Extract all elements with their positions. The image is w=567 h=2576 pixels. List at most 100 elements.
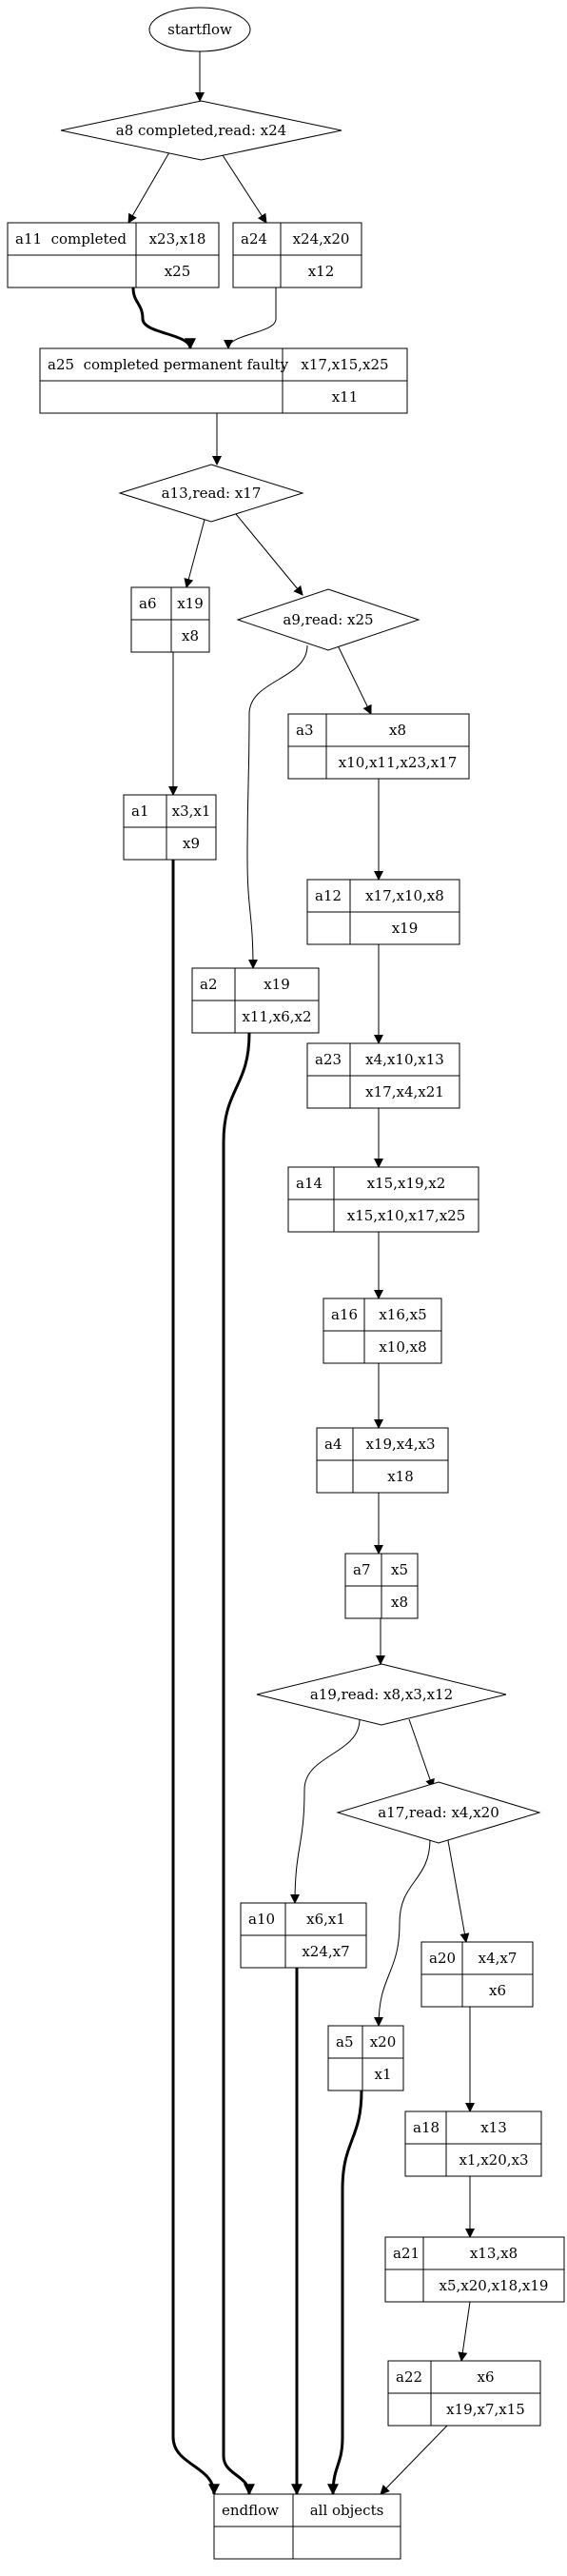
activity-writes: x25 xyxy=(165,263,191,280)
activity-reads: x15,x19,x2 xyxy=(367,1175,446,1192)
decision-label: a8 completed,read: x24 xyxy=(116,122,286,139)
activity-writes: x19,x7,x15 xyxy=(446,2401,525,2418)
activity-reads: x20 xyxy=(370,2033,397,2051)
node-a25: a25 completed permanent faulty x17,x15,x2… xyxy=(39,347,408,414)
activity-reads: x23,x18 xyxy=(149,230,206,248)
activity-name: a12 xyxy=(315,887,342,904)
node-a11: a11 completed x23,x18 x25 xyxy=(7,222,220,288)
edge-a24-to-a25 xyxy=(224,287,277,349)
activity-writes: x11 xyxy=(332,388,359,406)
node-a4: a4 x19,x4,x3 x18 xyxy=(316,1427,449,1494)
activity-reads: x8 xyxy=(389,722,406,739)
activity-name: a20 xyxy=(429,1950,456,1967)
activity-writes: x10,x8 xyxy=(379,1338,426,1356)
edge-d_a17-to-a20 xyxy=(446,1834,470,1943)
node-startflow: startflow xyxy=(148,7,251,52)
node-d_a19: a19,read: x8,x3,x12 xyxy=(256,1663,507,1726)
node-a2: a2 x19 x11,x6,x2 xyxy=(191,967,320,1034)
activity-name: a2 xyxy=(200,976,218,993)
activity-writes: x6 xyxy=(489,1982,506,1999)
start-ellipse xyxy=(148,7,251,52)
edge-a2-to-endflow xyxy=(222,1032,255,2496)
decision-diamond xyxy=(236,588,420,651)
activity-writes: x8 xyxy=(391,1594,408,1611)
activity-name: a6 xyxy=(139,595,157,612)
node-a21: a21 x13,x8 x5,x20,x18,x19 xyxy=(384,2236,565,2303)
activity-writes: x24,x7 xyxy=(302,1943,349,1960)
activity-reads: x19,x4,x3 xyxy=(365,1436,435,1453)
activity-writes: x17,x4,x21 xyxy=(365,1083,444,1100)
activity-name: a7 xyxy=(353,1561,371,1578)
edge-d_a19-to-d_a17 xyxy=(408,1718,435,1789)
decision-diamond xyxy=(118,464,304,523)
edge-a1-to-endflow xyxy=(171,860,220,2496)
nodes-layer: startflow a8 completed,read: x24 a11 compl… xyxy=(7,7,565,2560)
node-a3: a3 x8 x10,x11,x23,x17 xyxy=(287,713,470,780)
activity-reads: x13,x8 xyxy=(470,2245,518,2262)
activity-writes: x1,x20,x3 xyxy=(459,2151,528,2169)
node-d_a9: a9,read: x25 xyxy=(236,588,420,651)
edge-d_a8-to-a11 xyxy=(127,151,170,224)
edge-d_a13-to-a6 xyxy=(184,515,206,588)
edge-d_a13-to-d_a9 xyxy=(235,513,303,596)
node-d_a8: a8 completed,read: x24 xyxy=(60,100,342,161)
activity-reads: x17,x10,x8 xyxy=(365,887,444,904)
activity-reads: all objects xyxy=(310,2502,384,2519)
activity-reads: x17,x15,x25 xyxy=(301,356,388,373)
node-endflow: endflow all objects xyxy=(213,2493,401,2560)
activity-name: a21 xyxy=(393,2245,420,2262)
activity-reads: x13 xyxy=(480,2119,507,2136)
activity-name: endflow xyxy=(222,2502,279,2519)
node-a23: a23 x4,x10,x13 x17,x4,x21 xyxy=(306,1042,460,1109)
edge-a21-to-a22 xyxy=(458,2301,471,2362)
activity-reads: x3,x1 xyxy=(172,803,211,820)
edge-d_a9-to-a3 xyxy=(337,644,372,715)
activity-writes: x5,x20,x18,x19 xyxy=(440,2277,549,2294)
activity-reads: x24,x20 xyxy=(293,230,350,248)
activity-reads: x5 xyxy=(391,1561,408,1578)
edge-d_a17-to-a5 xyxy=(374,1838,431,2027)
decision-label: a9,read: x25 xyxy=(283,611,373,628)
decision-diamond xyxy=(336,1781,541,1844)
node-a12: a12 x17,x10,x8 x19 xyxy=(306,879,460,945)
activity-writes: x8 xyxy=(182,627,199,644)
node-a6: a6 x19 x8 xyxy=(130,586,210,653)
activity-name: a24 xyxy=(241,230,267,248)
activity-name: a25 completed permanent faulty xyxy=(48,356,289,373)
decision-label: a13,read: x17 xyxy=(162,485,262,502)
activity-name: a1 xyxy=(131,803,149,820)
activity-reads: x19 xyxy=(264,976,290,993)
activity-reads: x4,x7 xyxy=(479,1950,518,1967)
activity-name: a4 xyxy=(324,1436,342,1453)
activity-name: a5 xyxy=(336,2033,354,2051)
activity-reads: x19 xyxy=(177,595,204,612)
activity-writes: x15,x10,x17,x25 xyxy=(347,1207,466,1224)
activity-name: a22 xyxy=(396,2368,422,2386)
decision-label: a19,read: x8,x3,x12 xyxy=(310,1686,453,1703)
activity-name: a11 completed xyxy=(15,230,127,248)
activity-name: a23 xyxy=(315,1051,342,1068)
activity-writes: x11,x6,x2 xyxy=(242,1008,311,1025)
activity-name: a10 xyxy=(248,1911,275,1928)
node-label: startflow xyxy=(167,21,232,38)
edge-a5-to-endflow xyxy=(327,2090,363,2496)
node-d_a17: a17,read: x4,x20 xyxy=(336,1781,541,1844)
activity-reads: x4,x10,x13 xyxy=(365,1051,444,1068)
activity-writes: x19 xyxy=(392,920,419,937)
activity-writes: x10,x11,x23,x17 xyxy=(339,754,458,771)
edge-d_a8-to-a24 xyxy=(220,151,267,224)
edge-a11-to-a25 xyxy=(131,287,196,350)
activity-name: a3 xyxy=(296,722,314,739)
activity-writes: x18 xyxy=(387,1468,414,1485)
decision-diamond xyxy=(256,1663,507,1726)
decision-diamond xyxy=(60,100,342,161)
